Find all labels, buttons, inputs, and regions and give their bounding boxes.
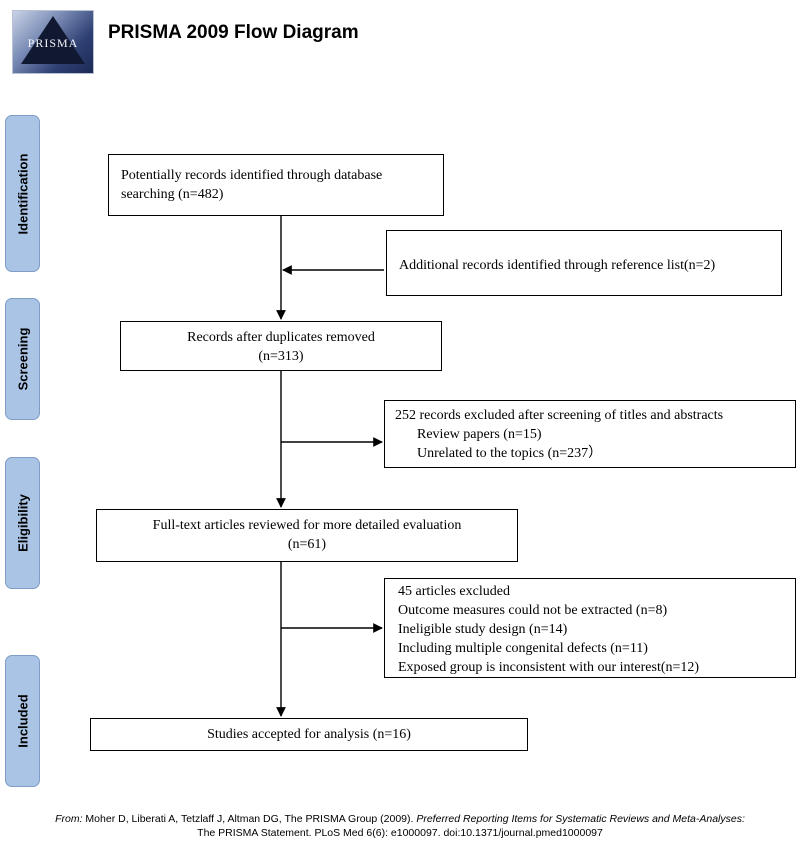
stage-identification: Identification: [5, 115, 40, 272]
citation-footer: From: Moher D, Liberati A, Tetzlaff J, A…: [0, 812, 800, 840]
box-excluded-fulltext-reason-3: Including multiple congenital defects (n…: [398, 641, 648, 656]
box-excluded-screening: 252 records excluded after screening of …: [384, 400, 796, 468]
citation-authors: Moher D, Liberati A, Tetzlaff J, Altman …: [82, 813, 417, 825]
stage-screening: Screening: [5, 298, 40, 420]
stage-identification-label: Identification: [15, 153, 30, 234]
box-full-text-reviewed-line-2: (n=61): [287, 537, 327, 552]
logo-triangle-shape: [21, 16, 85, 64]
box-records-identified: Potentially records identified through d…: [108, 154, 444, 216]
box-additional-records: Additional records identified through re…: [386, 230, 782, 296]
page-title: PRISMA 2009 Flow Diagram: [108, 22, 359, 43]
box-duplicates-removed: Records after duplicates removed (n=313): [120, 321, 442, 371]
citation-article-title: Preferred Reporting Items for Systematic…: [416, 813, 745, 825]
box-excluded-screening-reason-2: Unrelated to the topics (n=237）: [417, 446, 603, 461]
box-excluded-fulltext-reason-1: Outcome measures could not be extracted …: [398, 603, 668, 618]
stage-screening-label: Screening: [15, 327, 30, 391]
box-excluded-fulltext-reason-4: Exposed group is inconsistent with our i…: [398, 660, 700, 675]
citation-line-2: The PRISMA Statement. PLoS Med 6(6): e10…: [197, 827, 603, 839]
box-records-identified-line-2: searching (n=482): [121, 187, 224, 202]
prisma-logo: PRISMA: [12, 10, 94, 74]
box-full-text-reviewed-line-1: Full-text articles reviewed for more det…: [152, 518, 462, 533]
box-studies-included-line-1: Studies accepted for analysis (n=16): [207, 727, 411, 742]
box-excluded-fulltext: 45 articles excluded Outcome measures co…: [384, 578, 796, 678]
box-full-text-reviewed: Full-text articles reviewed for more det…: [96, 509, 518, 562]
citation-line-1: From: Moher D, Liberati A, Tetzlaff J, A…: [0, 812, 800, 826]
stage-included-label: Included: [15, 694, 30, 748]
box-additional-records-line-1: Additional records identified through re…: [399, 258, 716, 273]
box-duplicates-removed-line-2: (n=313): [258, 349, 304, 364]
box-excluded-fulltext-heading: 45 articles excluded: [398, 584, 510, 599]
stage-eligibility-label: Eligibility: [15, 494, 30, 552]
box-excluded-screening-reason-1: Review papers (n=15): [417, 427, 542, 442]
box-excluded-fulltext-reason-2: Ineligible study design (n=14): [398, 622, 568, 637]
box-excluded-screening-heading: 252 records excluded after screening of …: [395, 408, 724, 423]
logo-text: PRISMA: [27, 36, 79, 50]
box-records-identified-line-1: Potentially records identified through d…: [121, 168, 383, 183]
box-duplicates-removed-line-1: Records after duplicates removed: [187, 330, 375, 345]
stage-eligibility: Eligibility: [5, 457, 40, 589]
citation-from-label: From:: [55, 813, 83, 825]
stage-included: Included: [5, 655, 40, 787]
box-studies-included: Studies accepted for analysis (n=16): [90, 718, 528, 751]
